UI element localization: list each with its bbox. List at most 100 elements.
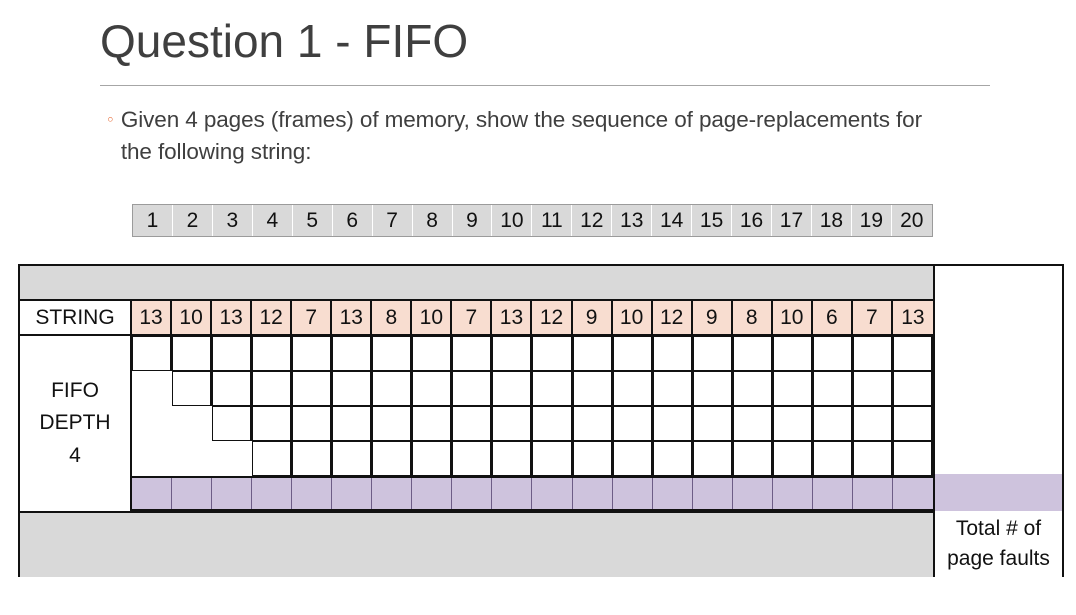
frame-2-cell-16[interactable] [732,371,773,406]
frame-1-cell-10[interactable] [492,336,533,371]
page-fault-cell-15[interactable] [692,478,733,509]
string-cell-16: 8 [732,301,773,334]
frame-2-cell-3[interactable] [212,371,253,406]
frame-3-cell-16[interactable] [732,406,773,441]
frame-3-cell-6[interactable] [332,406,373,441]
page-fault-cell-1[interactable] [132,478,173,509]
frame-2-cell-15[interactable] [692,371,733,406]
frame-4-cell-6[interactable] [332,441,373,476]
frame-3-cell-4[interactable] [252,406,293,441]
fifo-depth-line-2: DEPTH [39,411,111,435]
frame-3-cell-11[interactable] [532,406,573,441]
frame-4-cell-20[interactable] [892,441,933,476]
page-fault-cell-17[interactable] [772,478,813,509]
frame-4-cell-15[interactable] [692,441,733,476]
bullet-marker-icon: ◦ [106,111,115,129]
frame-1-cell-3[interactable] [212,336,253,371]
page-fault-cell-12[interactable] [572,478,613,509]
frame-4-cell-16[interactable] [732,441,773,476]
frame-2-cell-2[interactable] [172,371,213,406]
frame-4-cell-19[interactable] [852,441,893,476]
frame-3-cell-3[interactable] [212,406,253,441]
frame-4-cell-10[interactable] [492,441,533,476]
frame-1-cell-14[interactable] [652,336,693,371]
frame-4-cell-18[interactable] [812,441,853,476]
frame-4-cell-4[interactable] [252,441,293,476]
frame-1-cell-9[interactable] [452,336,493,371]
frame-2-cell-12[interactable] [572,371,613,406]
page-fault-cell-11[interactable] [532,478,573,509]
frame-4-cell-14[interactable] [652,441,693,476]
page-fault-cell-9[interactable] [452,478,493,509]
frame-4-cell-11[interactable] [532,441,573,476]
page-fault-cell-13[interactable] [612,478,653,509]
frame-3-cell-20[interactable] [892,406,933,441]
frame-1-cell-5[interactable] [292,336,333,371]
frame-3-cell-18[interactable] [812,406,853,441]
frame-3-cell-19[interactable] [852,406,893,441]
frame-2-cell-13[interactable] [612,371,653,406]
frame-3-cell-15[interactable] [692,406,733,441]
frame-1-cell-11[interactable] [532,336,573,371]
page-fault-cell-14[interactable] [652,478,693,509]
page-fault-cell-5[interactable] [292,478,333,509]
frame-1-cell-19[interactable] [852,336,893,371]
page-fault-cell-16[interactable] [732,478,773,509]
frame-3-cell-14[interactable] [652,406,693,441]
frame-2-cell-19[interactable] [852,371,893,406]
frame-1-cell-1[interactable] [132,336,173,371]
frame-2-cell-6[interactable] [332,371,373,406]
frame-1-cell-4[interactable] [252,336,293,371]
frame-1-cell-2[interactable] [172,336,213,371]
frame-3-cell-5[interactable] [292,406,333,441]
frame-2-cell-17[interactable] [772,371,813,406]
frame-4-cell-7[interactable] [372,441,413,476]
frame-3-cell-17[interactable] [772,406,813,441]
frame-3-cell-9[interactable] [452,406,493,441]
frame-1-cell-17[interactable] [772,336,813,371]
frame-3-cell-8[interactable] [412,406,453,441]
frame-4-cell-12[interactable] [572,441,613,476]
frame-2-cell-10[interactable] [492,371,533,406]
frame-4-cell-5[interactable] [292,441,333,476]
frame-3-cell-13[interactable] [612,406,653,441]
frame-2-cell-14[interactable] [652,371,693,406]
frame-4-cell-8[interactable] [412,441,453,476]
frame-1-cell-18[interactable] [812,336,853,371]
page-fault-cell-3[interactable] [212,478,253,509]
index-cell-1: 1 [133,205,173,236]
frame-1-cell-7[interactable] [372,336,413,371]
page-fault-cell-8[interactable] [412,478,453,509]
page-fault-cell-10[interactable] [492,478,533,509]
page-fault-cell-19[interactable] [852,478,893,509]
frame-1-cell-20[interactable] [892,336,933,371]
page-fault-cell-18[interactable] [812,478,853,509]
frame-2-cell-7[interactable] [372,371,413,406]
frame-1-cell-13[interactable] [612,336,653,371]
frame-2-cell-8[interactable] [412,371,453,406]
page-fault-cell-6[interactable] [332,478,373,509]
frame-3-cell-7[interactable] [372,406,413,441]
frame-2-cell-20[interactable] [892,371,933,406]
frame-3-cell-12[interactable] [572,406,613,441]
frame-1-cell-8[interactable] [412,336,453,371]
frame-1-cell-6[interactable] [332,336,373,371]
page-fault-cell-20[interactable] [892,478,933,509]
total-faults-blank-area[interactable] [935,266,1062,474]
frame-4-cell-9[interactable] [452,441,493,476]
frame-4-cell-13[interactable] [612,441,653,476]
frame-1-cell-12[interactable] [572,336,613,371]
frame-2-cell-9[interactable] [452,371,493,406]
frame-2-cell-5[interactable] [292,371,333,406]
frame-2-cell-18[interactable] [812,371,853,406]
frame-1-cell-16[interactable] [732,336,773,371]
frame-4-cell-17[interactable] [772,441,813,476]
page-fault-cell-4[interactable] [252,478,293,509]
frame-2-cell-4[interactable] [252,371,293,406]
frame-3-cell-10[interactable] [492,406,533,441]
frame-1-cell-15[interactable] [692,336,733,371]
frame-2-cell-11[interactable] [532,371,573,406]
page-fault-cell-2[interactable] [172,478,213,509]
page-fault-cell-7[interactable] [372,478,413,509]
